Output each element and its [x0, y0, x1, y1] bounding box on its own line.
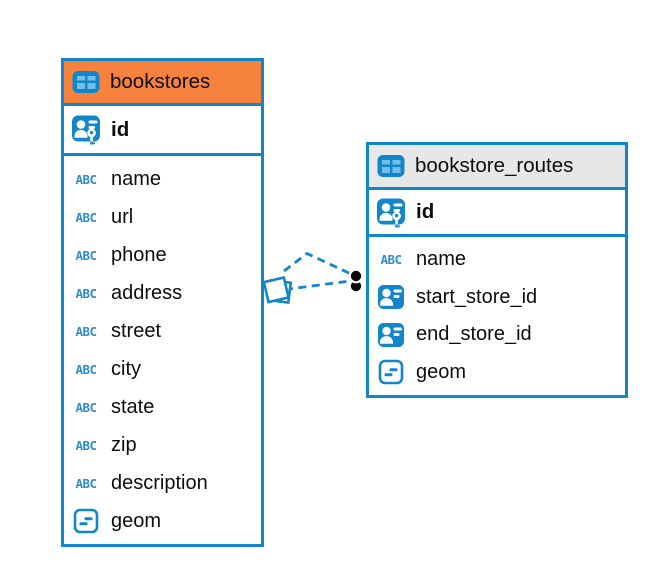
- column-row-city[interactable]: ABC city: [64, 350, 261, 388]
- column-row-url[interactable]: ABC url: [64, 198, 261, 236]
- column-name: description: [111, 471, 208, 494]
- text-type-icon: ABC: [75, 247, 97, 263]
- column-row-name[interactable]: ABC name: [64, 160, 261, 198]
- column-name: state: [111, 395, 155, 418]
- relationship-target-marker[interactable]: [348, 268, 364, 294]
- column-name: city: [111, 357, 141, 380]
- reference-id-icon: [376, 283, 406, 311]
- column-name: url: [111, 205, 134, 228]
- primary-key-row[interactable]: id: [369, 190, 625, 237]
- text-type-icon: ABC: [75, 171, 97, 187]
- column-row-name[interactable]: ABC name: [369, 241, 625, 279]
- text-type-icon: ABC: [75, 361, 97, 377]
- table-bookstores[interactable]: bookstores id: [61, 58, 264, 547]
- primary-key-row[interactable]: id: [64, 106, 261, 156]
- table-icon: [71, 67, 101, 97]
- column-name: zip: [111, 433, 137, 456]
- column-name: geom: [111, 509, 162, 532]
- relationship-source-marker[interactable]: [262, 275, 293, 305]
- column-row-state[interactable]: ABC state: [64, 388, 261, 426]
- table-title: bookstores: [110, 70, 211, 93]
- column-row-end-store-id[interactable]: end_store_id: [369, 316, 625, 354]
- column-row-geom[interactable]: geom: [64, 502, 261, 540]
- column-row-street[interactable]: ABC street: [64, 312, 261, 350]
- text-type-icon: ABC: [75, 399, 97, 415]
- column-row-phone[interactable]: ABC phone: [64, 236, 261, 274]
- reference-id-icon: [376, 321, 406, 349]
- column-name: end_store_id: [416, 323, 532, 346]
- relationship-line-upper[interactable]: [283, 251, 352, 276]
- column-list: ABC name ABC url ABC phone ABC address A…: [64, 156, 261, 540]
- column-name: start_store_id: [416, 285, 538, 308]
- table-icon: [376, 151, 406, 181]
- column-name: phone: [111, 243, 167, 266]
- primary-key-name: id: [416, 200, 435, 223]
- text-type-icon: ABC: [75, 437, 97, 453]
- column-name: geom: [416, 360, 467, 383]
- column-name: name: [111, 167, 162, 190]
- primary-key-icon: [71, 114, 101, 145]
- relationship-line-lower[interactable]: [284, 279, 351, 291]
- text-type-icon: ABC: [75, 323, 97, 339]
- column-row-start-store-id[interactable]: start_store_id: [369, 279, 625, 317]
- table-bookstore-routes[interactable]: bookstore_routes id: [366, 142, 628, 398]
- table-header-bookstores[interactable]: bookstores: [64, 61, 261, 106]
- text-type-icon: ABC: [380, 252, 402, 268]
- text-type-icon: ABC: [75, 285, 97, 301]
- object-type-icon: [71, 508, 101, 534]
- text-type-icon: ABC: [75, 475, 97, 491]
- column-list: ABC name start_store_id: [369, 237, 625, 391]
- column-name: address: [111, 281, 183, 304]
- object-type-icon: [376, 359, 406, 385]
- primary-key-name: id: [111, 117, 130, 141]
- table-title: bookstore_routes: [415, 154, 574, 177]
- primary-key-icon: [376, 197, 406, 228]
- text-type-icon: ABC: [75, 209, 97, 225]
- column-row-description[interactable]: ABC description: [64, 464, 261, 502]
- column-name: name: [416, 248, 467, 271]
- table-header-bookstore-routes[interactable]: bookstore_routes: [369, 145, 625, 190]
- column-row-geom[interactable]: geom: [369, 354, 625, 392]
- column-row-zip[interactable]: ABC zip: [64, 426, 261, 464]
- column-name: street: [111, 319, 162, 342]
- column-row-address[interactable]: ABC address: [64, 274, 261, 312]
